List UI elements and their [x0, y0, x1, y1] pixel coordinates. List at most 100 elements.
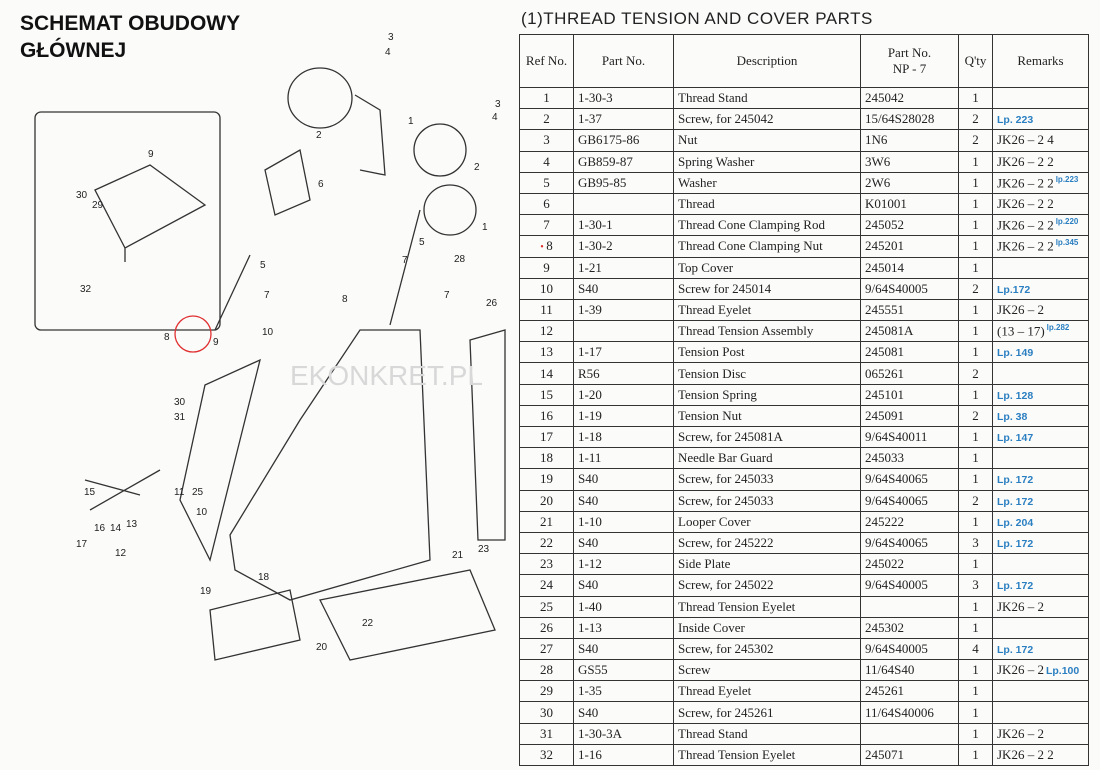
callout-number: 3: [388, 32, 394, 43]
np7-cell: 245201: [860, 235, 959, 258]
remarks-cell: Lp. 147: [992, 425, 1089, 449]
np7-cell: 245014: [860, 256, 959, 279]
callout-number: 4: [492, 112, 498, 123]
page-note: Lp.100: [1045, 665, 1080, 678]
np7-cell: 9/64S40065: [860, 531, 959, 555]
ref-cell: 2: [519, 108, 574, 131]
inside-cover: [469, 329, 506, 541]
part-no-cell: GS55: [573, 659, 674, 682]
description-cell: Thread Eyelet: [673, 680, 861, 703]
part-no-cell: 1-30-3A: [573, 722, 674, 745]
ref-cell: 24: [519, 574, 574, 597]
callout-number: 30: [76, 190, 88, 201]
part-no-cell: GB95-85: [573, 171, 674, 194]
remarks-cell: [992, 447, 1089, 470]
callout-number: 11: [174, 487, 185, 498]
callout-number: 26: [486, 298, 498, 309]
callout-number: 19: [200, 586, 212, 597]
callout-number: 28: [454, 254, 466, 265]
part-no-cell: GB6175-86: [573, 129, 674, 152]
top-cover-inset: [94, 164, 207, 262]
callout-number: 25: [192, 487, 204, 498]
qty-cell: 2: [958, 277, 993, 300]
qty-cell: 1: [958, 722, 993, 745]
description-cell: Top Cover: [673, 256, 861, 279]
qty-cell: 2: [958, 404, 993, 428]
description-cell: Screw, for 245302: [673, 637, 861, 661]
description-cell: Screw for 245014: [673, 277, 861, 300]
qty-cell: 1: [958, 320, 993, 343]
header-qty: Q'ty: [958, 34, 993, 88]
ref-cell: 30: [519, 701, 574, 724]
diagram-heading: SCHEMAT OBUDOWY GŁÓWNEJ: [20, 10, 240, 64]
ref-cell: 28: [519, 659, 574, 682]
qty-cell: 3: [958, 531, 993, 555]
np7-cell: K01001: [860, 192, 959, 216]
np7-cell: 9/64S40005: [860, 574, 959, 597]
np7-cell: 11/64S40: [860, 659, 959, 682]
callout-number: 8: [164, 332, 170, 343]
page-note: Lp. 128: [997, 389, 1034, 402]
part-no-cell: 1-18: [573, 425, 674, 449]
part-no-cell: 1-30-2: [573, 235, 674, 258]
side-plate: [319, 569, 496, 661]
ref-cell: 29: [519, 680, 574, 703]
highlight-circle: [174, 315, 212, 353]
qty-cell: 1: [958, 553, 993, 576]
remarks-cell: JK26 – 2: [992, 722, 1089, 745]
ref-cell: 6: [519, 192, 574, 216]
tension-disc-plate: [413, 123, 467, 177]
ref-cell: 19: [519, 468, 574, 491]
remarks-cell: Lp. 128: [992, 383, 1089, 406]
description-cell: Thread Tension Eyelet: [673, 595, 861, 618]
callout-number: 7: [402, 255, 408, 266]
header-ref: Ref No.: [519, 34, 574, 88]
description-cell: Tension Spring: [673, 383, 861, 406]
callout-number: 7: [264, 290, 270, 301]
ref-cell: 4: [519, 150, 574, 173]
part-no-cell: 1-10: [573, 510, 674, 533]
part-no-cell: 1-37: [573, 108, 674, 131]
callout-number: 5: [419, 237, 425, 248]
qty-cell: 1: [958, 659, 993, 682]
qty-cell: 2: [958, 108, 993, 131]
page-note: Lp. 172: [997, 495, 1034, 508]
part-no-cell: 1-39: [573, 298, 674, 322]
np7-cell: 245071: [860, 743, 959, 767]
ref-cell: 1: [519, 86, 574, 110]
callout-number: 3: [495, 99, 501, 110]
page-note: Lp.172: [997, 283, 1031, 296]
part-no-cell: 1-19: [573, 404, 674, 428]
remarks-cell: [992, 86, 1089, 110]
qty-cell: 1: [958, 743, 993, 767]
np7-cell: 9/64S40065: [860, 468, 959, 491]
callout-number: 1: [408, 116, 414, 127]
np7-cell: 245042: [860, 86, 959, 110]
np7-cell: 245302: [860, 616, 959, 639]
marker-dot: •: [540, 242, 547, 254]
callout-number: 9: [213, 337, 219, 348]
ref-cell: 14: [519, 362, 574, 385]
description-cell: Side Plate: [673, 553, 861, 576]
qty-cell: 1: [958, 235, 993, 258]
page-note: Lp. 172: [997, 538, 1034, 551]
part-no-cell: [573, 320, 674, 343]
description-cell: Screw, for 245261: [673, 701, 861, 724]
remarks-cell: [992, 362, 1089, 385]
ref-cell: 9: [519, 256, 574, 279]
remarks-cell: JK26 – 2 2: [992, 743, 1089, 767]
qty-cell: 1: [958, 192, 993, 216]
callout-number: 12: [115, 548, 127, 559]
remarks-cell: JK26 – 2 2: [992, 192, 1089, 216]
description-cell: Screw, for 245042: [673, 108, 861, 131]
